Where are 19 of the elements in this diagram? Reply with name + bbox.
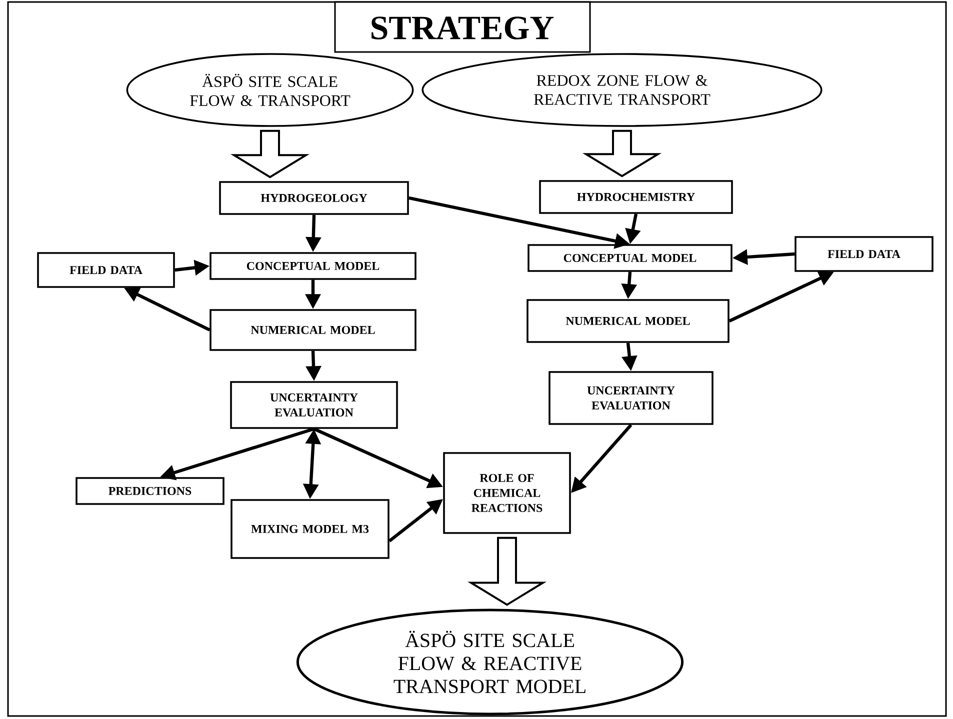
process-box: HYDROCHEMISTRY [539,180,733,214]
block-arrow [467,536,547,606]
process-box: ROLE OF CHEMICAL REACTIONS [443,452,571,534]
process-box: PREDICTIONS [76,477,224,505]
process-box: FIELD DATA [37,252,175,288]
process-box: HYDROGEOLOGY [219,181,409,215]
process-box: CONCEPTUAL MODEL [210,252,416,280]
process-box: CONCEPTUAL MODEL [528,244,732,272]
process-box: MIXING MODEL M3 [230,499,390,559]
process-box: NUMERICAL MODEL [526,299,730,343]
block-arrow [230,130,310,178]
process-box: FIELD DATA [794,236,934,272]
process-box: UNCERTAINTY EVALUATION [548,371,714,425]
block-arrow [582,130,662,178]
ellipse-node: ÄSPÖ SITE SCALE FLOW & TRANSPORT [126,53,414,127]
title-box: STRATEGY [334,1,591,53]
ellipse-node: ÄSPÖ SITE SCALE FLOW & REACTIVE TRANSPORT MODEL [296,608,684,716]
process-box: NUMERICAL MODEL [210,309,416,351]
process-box: UNCERTAINTY EVALUATION [230,381,398,429]
